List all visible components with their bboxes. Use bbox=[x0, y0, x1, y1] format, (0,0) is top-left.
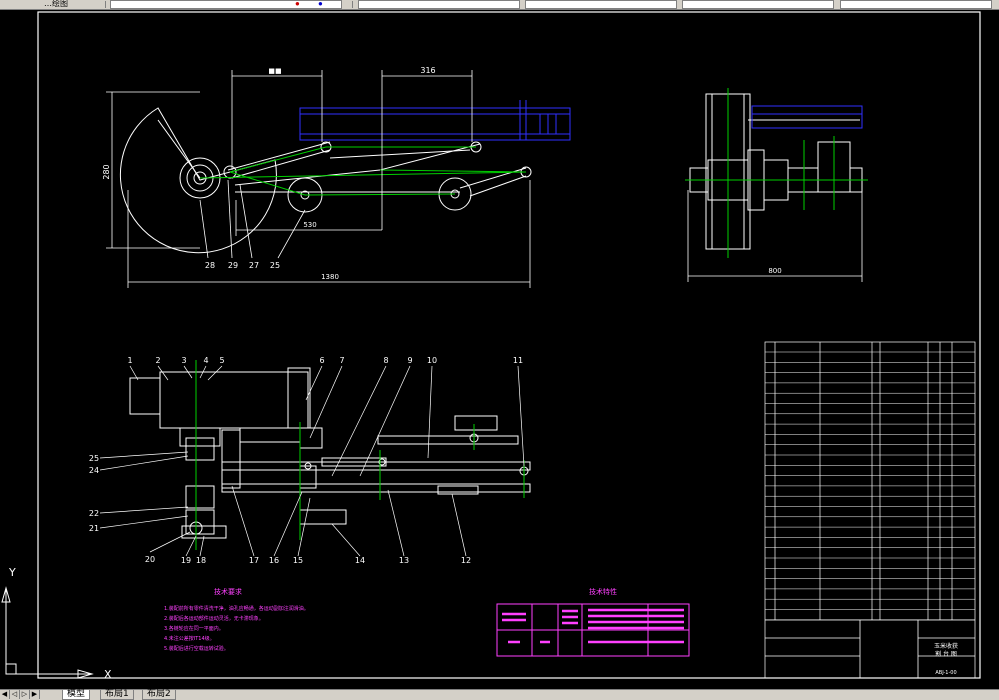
leader-label: 27 bbox=[249, 261, 259, 270]
dim-side-width: 800 bbox=[768, 267, 781, 275]
leader-label: 16 bbox=[269, 556, 279, 565]
dim-height: 280 bbox=[102, 164, 111, 179]
lineweight-combo[interactable] bbox=[682, 0, 834, 9]
prev-tab-icon[interactable]: ◁ bbox=[10, 690, 20, 699]
leader-label: 4 bbox=[203, 356, 208, 365]
notes-line: 4.未注公差按IT14级。 bbox=[164, 635, 215, 642]
leader-label: 5 bbox=[219, 356, 224, 365]
leader-label: 22 bbox=[89, 509, 99, 518]
leader-label: 19 bbox=[181, 556, 191, 565]
notes-line: 2.装配后各运动部件运动灵活，无卡滞现象。 bbox=[164, 615, 264, 622]
elevation-view bbox=[106, 70, 571, 288]
ucs-icon bbox=[1, 586, 94, 679]
leader-label: 21 bbox=[89, 524, 99, 533]
title-block bbox=[765, 619, 975, 678]
leader-label: 10 bbox=[427, 356, 437, 365]
title-block-name-line2: 割 台 图 bbox=[935, 650, 957, 658]
parts-list-rows bbox=[765, 351, 975, 621]
plan-leader-labels-top: 1 2 3 4 5 6 7 8 9 10 11 bbox=[127, 356, 523, 365]
linetype-combo[interactable] bbox=[525, 0, 677, 9]
side-view bbox=[685, 88, 868, 282]
dim-small-len: 530 bbox=[303, 221, 316, 229]
dim-top-right: 316 bbox=[420, 66, 435, 75]
ucs-x-label: X bbox=[104, 668, 112, 681]
drawing-frame bbox=[37, 11, 981, 679]
zoom-icon[interactable]: ● bbox=[295, 0, 300, 8]
leader-label: 24 bbox=[89, 466, 99, 475]
drawing-canvas[interactable]: ■■ 316 280 530 1380 28 29 27 25 bbox=[0, 10, 999, 689]
leader-label: 7 bbox=[339, 356, 344, 365]
leader-label: 13 bbox=[399, 556, 409, 565]
plan-leader-labels-left: 25 24 22 21 20 19 18 bbox=[89, 454, 206, 565]
leader-label: 12 bbox=[461, 556, 471, 565]
leader-label: 25 bbox=[270, 261, 280, 270]
last-tab-icon[interactable]: ▶ bbox=[30, 690, 40, 699]
notes-title: 技术要求 bbox=[214, 587, 242, 596]
leader-label: 17 bbox=[249, 556, 259, 565]
leader-label: 8 bbox=[383, 356, 388, 365]
leader-label: 2 bbox=[155, 356, 160, 365]
next-tab-icon[interactable]: ▷ bbox=[20, 690, 30, 699]
toolbar: …绘图 ● ● bbox=[0, 0, 999, 10]
spec-table-title: 技术特性 bbox=[589, 587, 617, 596]
pan-icon[interactable]: ● bbox=[318, 0, 323, 8]
plotstyle-combo[interactable] bbox=[840, 0, 992, 9]
ucs-y-label: Y bbox=[8, 566, 16, 579]
technical-notes: 技术要求 1.装配前所有零件清洗干净，油孔应畅通，各运动副加注润滑油。 2.装配… bbox=[164, 587, 309, 652]
title-block-name-line1: 玉米收获 bbox=[934, 642, 958, 650]
leader-label: 20 bbox=[145, 555, 155, 564]
leader-label: 28 bbox=[205, 261, 215, 270]
plan-leader-labels-bottom: 17 16 15 14 13 12 bbox=[249, 556, 471, 565]
plan-view bbox=[99, 360, 531, 557]
elevation-leader-labels: 28 29 27 25 bbox=[205, 261, 280, 270]
toolbar-separator bbox=[352, 1, 353, 8]
leader-label: 11 bbox=[513, 356, 523, 365]
toolbar-separator bbox=[105, 1, 106, 8]
leader-label: 14 bbox=[355, 556, 365, 565]
leader-label: 29 bbox=[228, 261, 238, 270]
leader-label: 9 bbox=[407, 356, 412, 365]
layout-tabs: ◀ ◁ ▷ ▶ 模型 布局1 布局2 bbox=[0, 689, 999, 700]
command-line-text: …绘图 bbox=[44, 0, 68, 8]
notes-line: 5.装配后进行空载运转试验。 bbox=[164, 645, 229, 652]
leader-label: 25 bbox=[89, 454, 99, 463]
notes-line: 1.装配前所有零件清洗干净，油孔应畅通，各运动副加注润滑油。 bbox=[164, 605, 309, 612]
dim-overall: 1380 bbox=[321, 273, 339, 281]
spec-table bbox=[496, 603, 690, 657]
leader-label: 1 bbox=[127, 356, 132, 365]
leader-label: 18 bbox=[196, 556, 206, 565]
notes-line: 3.各链轮应在同一平面内。 bbox=[164, 625, 224, 632]
first-tab-icon[interactable]: ◀ bbox=[0, 690, 10, 699]
leader-label: 15 bbox=[293, 556, 303, 565]
layer-combo[interactable] bbox=[110, 0, 342, 9]
parts-list bbox=[764, 341, 976, 679]
leader-label: 6 bbox=[319, 356, 324, 365]
style-combo[interactable] bbox=[358, 0, 520, 9]
leader-label: 3 bbox=[181, 356, 186, 365]
title-block-drawing-no: ABJ-1-00 bbox=[935, 670, 956, 676]
dim-top-left: ■■ bbox=[268, 67, 281, 75]
